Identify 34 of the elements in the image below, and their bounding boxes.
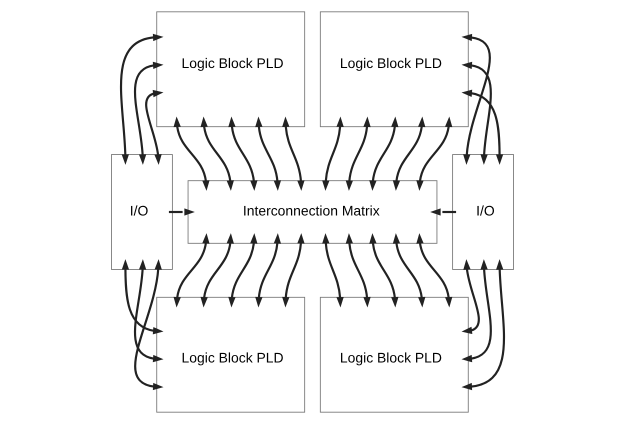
arrow xyxy=(200,116,234,191)
arrow xyxy=(322,233,344,308)
arrow xyxy=(145,90,164,165)
arrow xyxy=(430,208,456,216)
arrow xyxy=(174,233,210,308)
arrow xyxy=(255,116,282,191)
arrow xyxy=(282,116,305,191)
arrow xyxy=(462,259,492,362)
arrow xyxy=(346,233,371,308)
arrow xyxy=(255,233,282,308)
arrow xyxy=(174,116,210,191)
arrow xyxy=(168,208,195,216)
arrow xyxy=(282,233,305,308)
arrow xyxy=(134,62,164,165)
arrow xyxy=(462,34,491,165)
arrow xyxy=(369,116,398,191)
arrow xyxy=(416,233,452,308)
arrow xyxy=(122,259,164,334)
arrow xyxy=(462,90,504,165)
arrow xyxy=(462,259,480,334)
arrow xyxy=(462,62,492,165)
arrow xyxy=(228,233,258,308)
arrow xyxy=(392,233,426,308)
arrow xyxy=(200,233,234,308)
arrow xyxy=(120,34,164,165)
arrow xyxy=(228,116,258,191)
arrow xyxy=(134,259,164,390)
arrow xyxy=(346,116,371,191)
arrow xyxy=(416,116,452,191)
arrow xyxy=(392,116,426,191)
arrow xyxy=(369,233,398,308)
arrow xyxy=(462,259,506,390)
arrow xyxy=(134,259,164,362)
arrow xyxy=(322,116,344,191)
